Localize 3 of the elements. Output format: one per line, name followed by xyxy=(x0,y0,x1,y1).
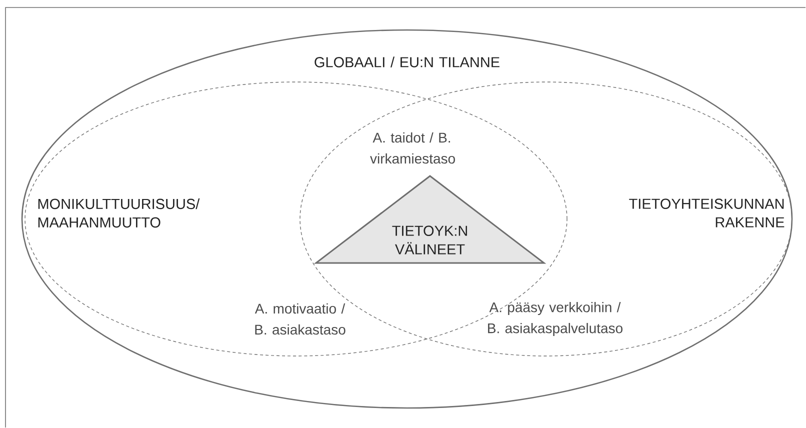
region-label: A. taidot / B. virkamiestaso xyxy=(370,132,455,164)
region-label: A. motivaatio / B. asiakastaso xyxy=(254,303,346,335)
region-label: A. pääsy verkkoihin / B. asiakaspalvelutaso xyxy=(488,302,622,336)
